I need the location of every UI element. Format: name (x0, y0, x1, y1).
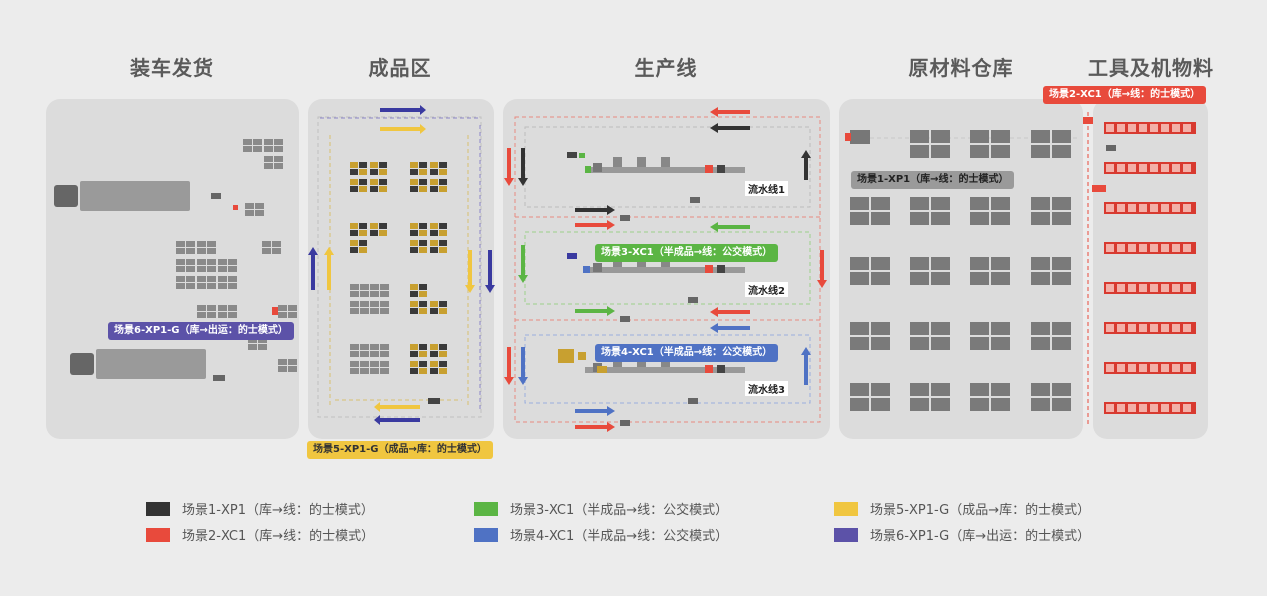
legend-swatch-6 (834, 527, 858, 542)
legend-label-5: 场景5-XP1-G（成品→库：的士模式） (870, 503, 1091, 518)
legend-item-4: 场景4-XC1（半成品→线：公交模式） (474, 525, 728, 544)
zone-shipping (46, 99, 299, 439)
legend-swatch-3 (474, 501, 498, 516)
legend-swatch-4 (474, 527, 498, 542)
legend-label-1: 场景1-XP1（库→线：的士模式） (182, 503, 374, 518)
legend-swatch-2 (146, 527, 170, 542)
legend-item-6: 场景6-XP1-G（库→出运：的士模式） (834, 525, 1090, 544)
zone-title-shipping: 装车发货 (130, 56, 214, 80)
tag-scenario-3: 场景3-XC1（半成品→线：公交模式） (595, 244, 779, 262)
tag-scenario-5: 场景5-XP1-G（成品→库：的士模式） (307, 441, 493, 459)
legend-swatch-5 (834, 501, 858, 516)
zone-tools (1093, 99, 1208, 439)
legend-item-3: 场景3-XC1（半成品→线：公交模式） (474, 499, 728, 518)
zone-title-production: 生产线 (634, 56, 698, 80)
tag-scenario-2: 场景2-XC1（库→线：的士模式） (1043, 86, 1207, 104)
line-label-2: 流水线2 (745, 282, 788, 297)
line-label-1: 流水线1 (745, 181, 788, 196)
legend-label-3: 场景3-XC1（半成品→线：公交模式） (510, 503, 729, 518)
legend-item-2: 场景2-XC1（库→线：的士模式） (146, 525, 374, 544)
legend-label-4: 场景4-XC1（半成品→线：公交模式） (510, 529, 729, 544)
zone-title-raw: 原材料仓库 (908, 56, 1014, 80)
zone-finished-goods (308, 99, 494, 439)
legend-label-6: 场景6-XP1-G（库→出运：的士模式） (870, 529, 1091, 544)
tag-scenario-1: 场景1-XP1（库→线：的士模式） (851, 171, 1015, 189)
legend-label-2: 场景2-XC1（库→线：的士模式） (182, 529, 375, 544)
line-label-3: 流水线3 (745, 381, 788, 396)
legend-item-5: 场景5-XP1-G（成品→库：的士模式） (834, 499, 1090, 518)
legend-item-1: 场景1-XP1（库→线：的士模式） (146, 499, 374, 518)
tag-scenario-6: 场景6-XP1-G（库→出运：的士模式） (108, 322, 294, 340)
tag-scenario-4: 场景4-XC1（半成品→线：公交模式） (595, 344, 779, 362)
zone-title-tools: 工具及机物料 (1088, 56, 1214, 80)
legend-swatch-1 (146, 501, 170, 516)
zone-title-finished: 成品区 (368, 56, 432, 80)
